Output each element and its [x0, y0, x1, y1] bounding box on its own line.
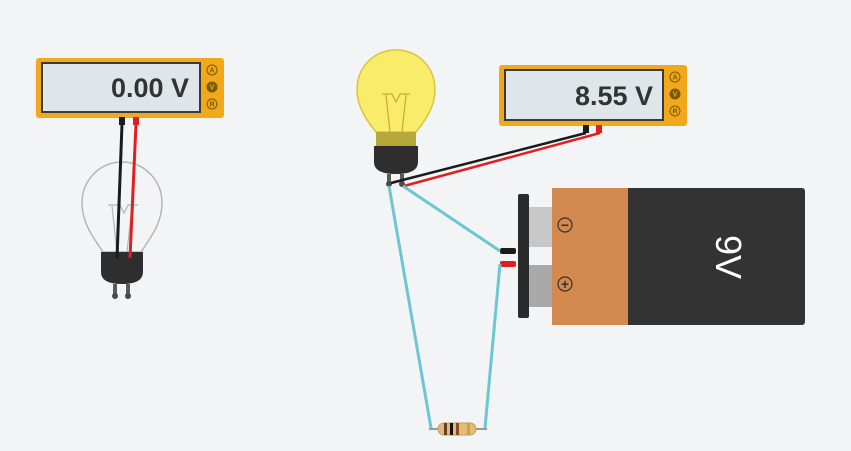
multimeter-left-probe-black[interactable] [119, 117, 125, 125]
multimeter-right-screen [504, 69, 664, 121]
battery-lead-positive[interactable] [500, 261, 516, 267]
bulb-left-pin-2 [125, 293, 131, 299]
battery-lead-negative[interactable] [500, 248, 516, 254]
svg-text:A: A [209, 68, 214, 75]
battery-9v[interactable]: 9V − + [500, 188, 805, 325]
multimeter-right-probe-black[interactable] [583, 125, 589, 133]
bulb-left-terminal-2[interactable] [126, 284, 130, 297]
multimeter-right-mode-a[interactable]: A [669, 71, 681, 83]
multimeter-right-mode-v[interactable]: V [669, 88, 681, 100]
resistor-band-3 [456, 423, 459, 435]
wire-bulb-to-battery[interactable] [402, 184, 501, 253]
battery-negative-marker [557, 217, 573, 233]
bulb-left-base [101, 252, 143, 284]
multimeter-left-mode-v[interactable]: V [206, 81, 218, 93]
svg-text:V: V [673, 92, 678, 99]
wire-left-black[interactable] [115, 123, 124, 259]
wire-left-red[interactable] [128, 123, 138, 259]
resistor[interactable] [429, 422, 487, 436]
multimeter-right[interactable]: 8.55 V A V R [499, 65, 687, 133]
multimeter-left-screen [41, 62, 201, 113]
svg-text:R: R [672, 109, 677, 116]
bulb-right-glass [356, 49, 436, 133]
wire-right-black[interactable] [390, 131, 587, 185]
wire-battery-to-resistor[interactable] [483, 263, 502, 429]
wire-right-red[interactable] [403, 131, 601, 188]
resistor-band-2 [450, 423, 453, 435]
bulb-left-terminal-1[interactable] [113, 284, 117, 297]
multimeter-right-probe-red[interactable] [596, 125, 602, 133]
wire-bulb-to-resistor[interactable] [387, 185, 433, 429]
multimeter-left-mode-r[interactable]: R [206, 98, 218, 110]
battery-terminal-negative[interactable] [528, 207, 552, 247]
bulb-left[interactable] [81, 161, 163, 299]
battery-terminal-positive[interactable] [528, 265, 552, 307]
resistor-band-4 [467, 423, 470, 435]
bulb-right-collar [376, 132, 416, 146]
bulb-right-terminal-1[interactable] [387, 174, 391, 184]
multimeter-left-mode-a[interactable]: A [206, 64, 218, 76]
battery-positive-sign: + [561, 276, 569, 292]
battery-label: 9V [708, 235, 749, 279]
svg-text:A: A [672, 75, 677, 82]
bulb-right-pin-1 [386, 181, 392, 187]
bulb-left-glass [81, 161, 163, 253]
svg-text:R: R [209, 102, 214, 109]
multimeter-right-mode-r[interactable]: R [669, 105, 681, 117]
battery-orange-band [552, 188, 628, 325]
battery-negative-sign: − [561, 217, 569, 233]
multimeter-left-reading: 0.00 V [111, 73, 189, 103]
bulb-right[interactable] [356, 49, 436, 187]
multimeter-right-reading: 8.55 V [575, 81, 653, 111]
bulb-right-filament [382, 93, 410, 133]
bulb-right-base [374, 146, 418, 174]
multimeter-left-probe-red[interactable] [133, 117, 139, 125]
multimeter-left[interactable]: 0.00 V A V R [36, 58, 224, 125]
battery-clip [518, 194, 529, 318]
svg-text:V: V [210, 85, 215, 92]
resistor-band-1 [444, 423, 447, 435]
battery-positive-marker [557, 276, 573, 292]
bulb-left-pin-1 [112, 293, 118, 299]
